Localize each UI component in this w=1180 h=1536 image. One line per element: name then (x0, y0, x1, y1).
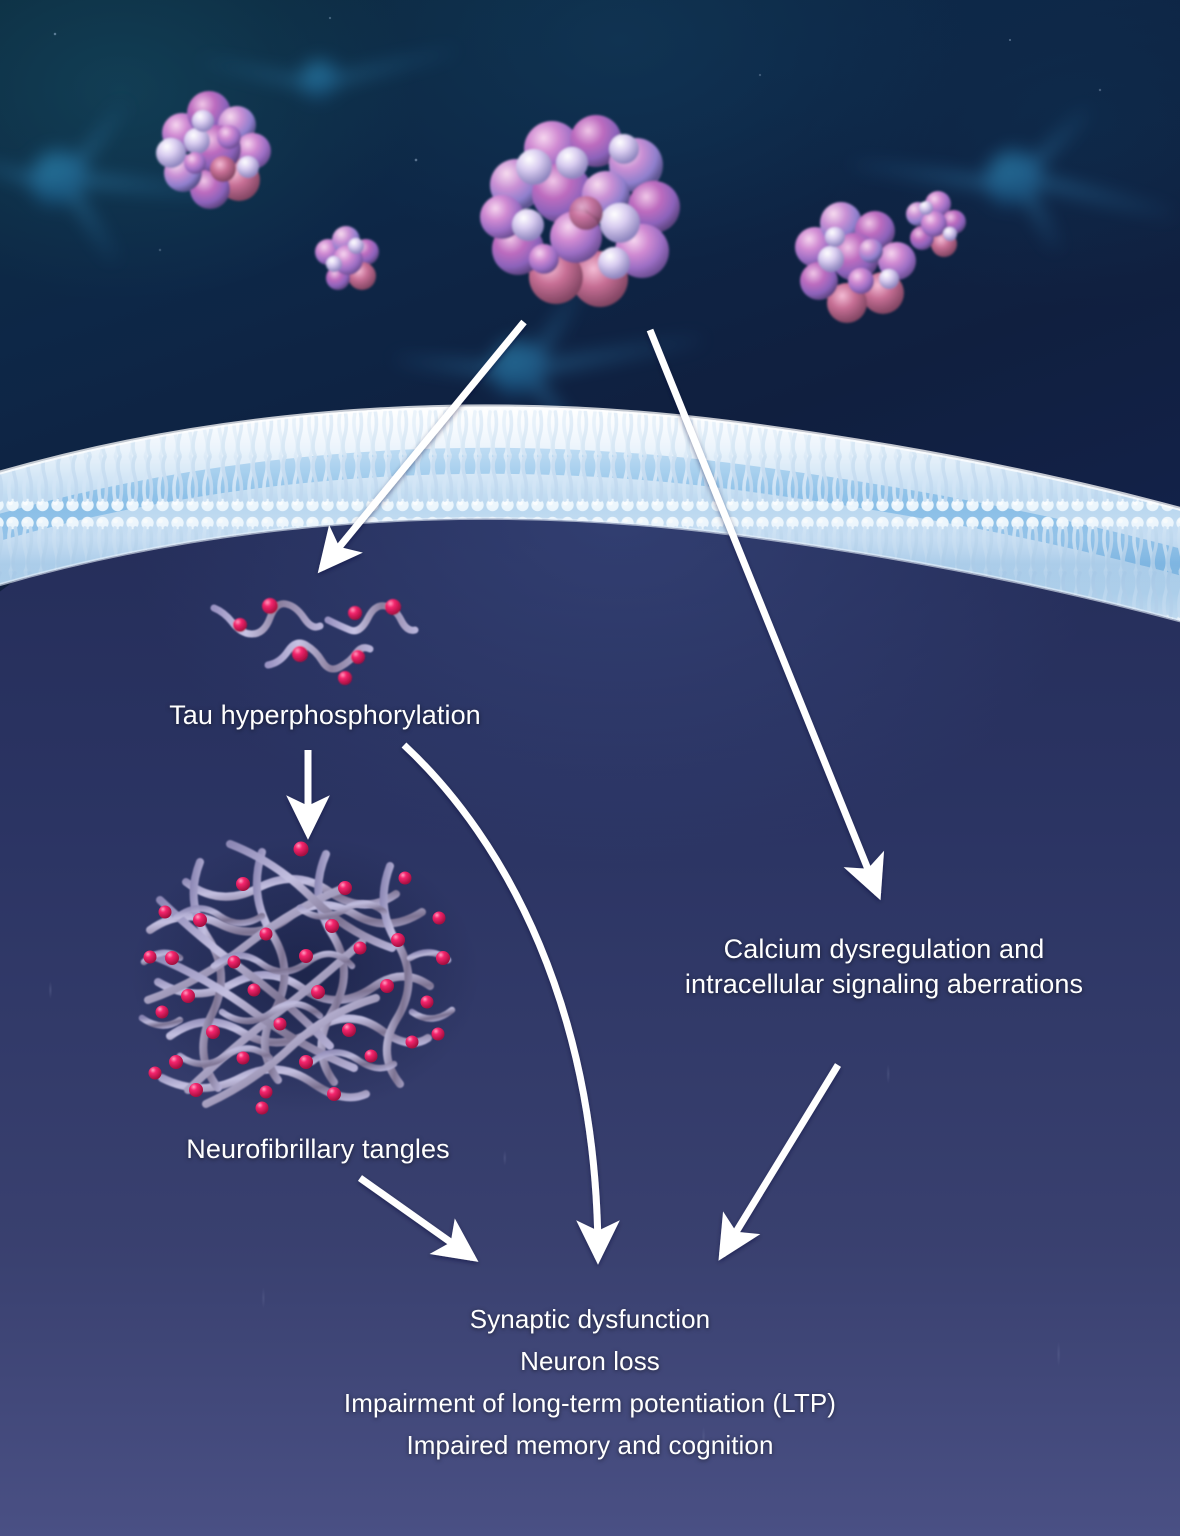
outcome-line-1: Synaptic dysfunction (469, 1304, 711, 1334)
oligomer-cluster-5 (906, 191, 966, 257)
calcium-line-1: Calcium dysregulation (723, 934, 992, 964)
calcium-line-3: aberrations (946, 968, 1084, 999)
tau-monomer-3 (264, 639, 374, 685)
arrow-oligomer-to-tau (317, 319, 527, 574)
calcium-line-2: and intracellular signaling (684, 934, 1045, 999)
arrow-oligomer-to-calcium (646, 328, 885, 901)
arrow-tangles-to-outcomes (357, 1175, 479, 1262)
label-calcium-dysregulation: Calcium dysregulation and intracellular … (684, 932, 1084, 1001)
tangle-phosphate-group (143, 841, 450, 1115)
outcome-line-2: Neuron loss (520, 1346, 660, 1377)
arrow-calcium-to-outcomes (718, 1063, 841, 1261)
tau-monomer-2 (324, 599, 419, 635)
oligomer-cluster-2 (315, 226, 379, 290)
oligomer-cluster-3 (480, 115, 680, 307)
oligomer-cluster-4 (795, 202, 916, 323)
label-downstream-outcomes: Synaptic dysfunction Neuron loss Impairm… (230, 1298, 950, 1466)
label-neurofibrillary-tangles: Neurofibrillary tangles (186, 1134, 450, 1164)
label-tau-hyperphosphorylation: Tau hyperphosphorylation (169, 700, 481, 730)
oligomer-cluster-1 (156, 91, 271, 209)
arrow-tau-to-outcomes (401, 742, 620, 1265)
outcome-line-4: Impaired memory and cognition (406, 1430, 774, 1461)
outcome-line-3: Impairment of long-term potentiation (LT… (343, 1388, 837, 1419)
tau-monomer-1 (210, 598, 324, 638)
